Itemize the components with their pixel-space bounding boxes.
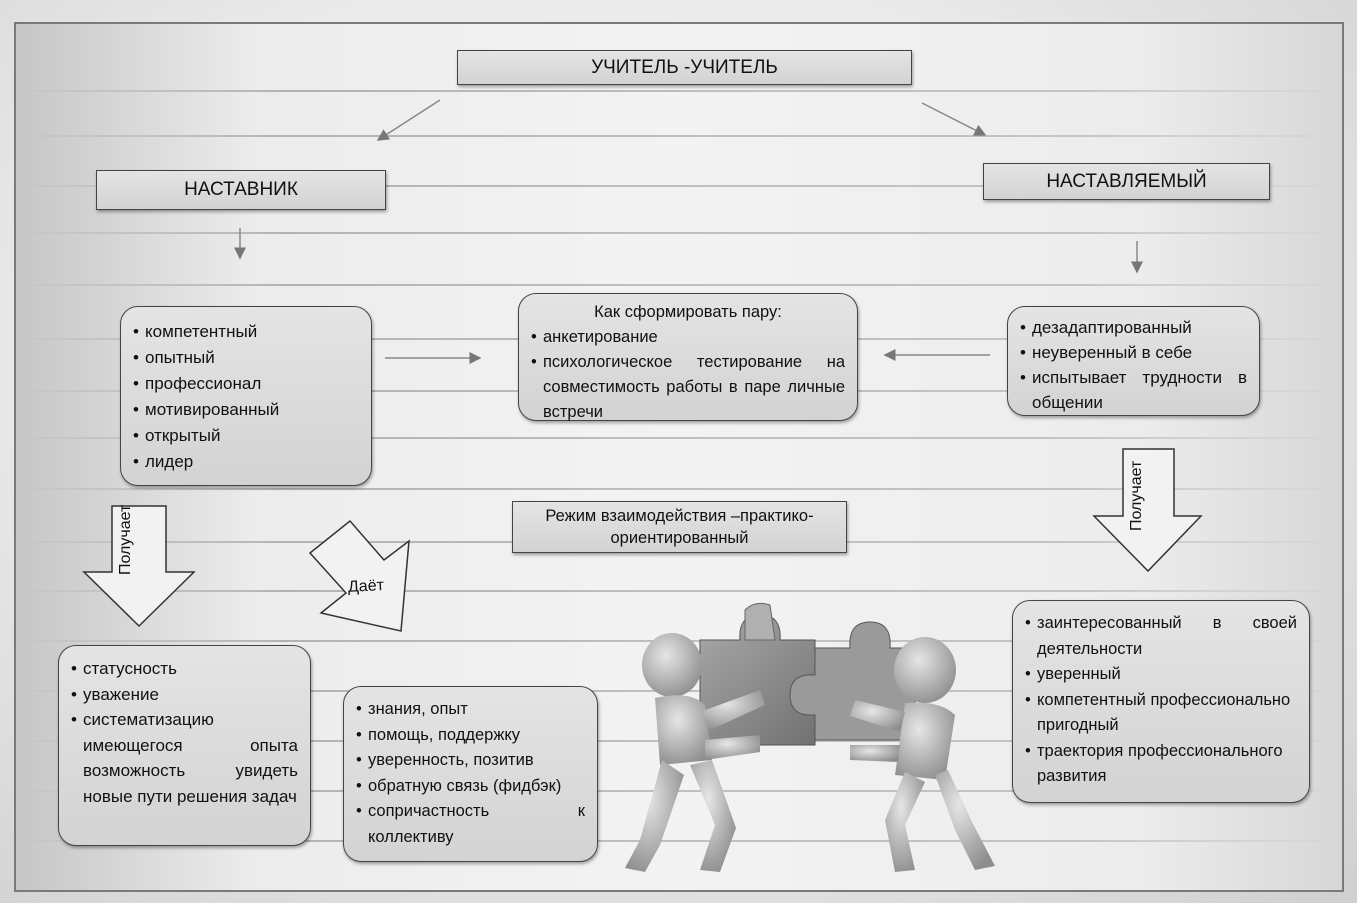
interaction-mode-box: Режим взаимодействия –практико-ориентиро… <box>512 501 847 553</box>
mentee-receives-label: Получает <box>1128 460 1145 531</box>
list-item: помощь, поддержку <box>356 723 585 749</box>
list-item: неуверенный в себе <box>1020 340 1247 365</box>
arrow-title-to-mentor <box>376 99 441 141</box>
list-item: систематизацию имеющегося опыта возможно… <box>71 707 298 809</box>
list-item: испытывает трудности в общении <box>1020 365 1247 415</box>
person-left-icon <box>625 633 765 872</box>
list-item: мотивированный <box>133 397 359 423</box>
list-item: компетентный профессионально пригодный <box>1025 688 1297 739</box>
list-item: анкетирование <box>531 325 845 350</box>
diagram-title: УЧИТЕЛЬ -УЧИТЕЛЬ <box>457 50 912 85</box>
block-arrow-mentor-receives <box>82 505 196 628</box>
mentor-gives-box: знания, опыт помощь, поддержку увереннос… <box>343 686 598 862</box>
mentee-receives-box: заинтересованный в своей деятельности ув… <box>1012 600 1310 803</box>
list-item: траектория профессионального развития <box>1025 739 1297 790</box>
list-item: лидер <box>133 449 359 475</box>
list-item: профессионал <box>133 371 359 397</box>
list-item: психологическое тестирование на совмести… <box>531 350 845 425</box>
list-item: обратную связь (фидбэк) <box>356 774 585 800</box>
mentee-heading: НАСТАВЛЯЕМЫЙ <box>983 163 1270 200</box>
mentor-qualities-box: компетентный опытный профессионал мотиви… <box>120 306 372 486</box>
list-item: заинтересованный в своей деятельности <box>1025 611 1297 662</box>
list-item: компетентный <box>133 319 359 345</box>
arrow-title-to-mentee <box>921 102 987 136</box>
block-arrow-mentee-receives <box>1092 448 1203 573</box>
list-item: опытный <box>133 345 359 371</box>
mentor-receives-box: статусность уважение систематизацию имею… <box>58 645 311 846</box>
mentor-gives-label: Даёт <box>347 577 385 596</box>
list-item: дезадаптированный <box>1020 315 1247 340</box>
mentor-heading: НАСТАВНИК <box>96 170 386 210</box>
list-item: уверенный <box>1025 662 1297 688</box>
block-arrow-mentor-gives <box>308 519 410 632</box>
pairing-heading: Как сформировать пару: <box>594 303 782 321</box>
list-item: уверенность, позитив <box>356 748 585 774</box>
mentor-receives-label: Получает <box>117 504 134 575</box>
list-item: статусность <box>71 656 298 682</box>
mentee-qualities-box: дезадаптированный неуверенный в себе исп… <box>1007 306 1260 416</box>
person-right-icon <box>850 637 995 872</box>
list-item: уважение <box>71 682 298 708</box>
list-item: открытый <box>133 423 359 449</box>
list-item: знания, опыт <box>356 697 585 723</box>
pairing-box: Как сформировать пару: анкетирование пси… <box>518 293 858 421</box>
list-item: сопричастность к коллективу <box>356 799 585 850</box>
